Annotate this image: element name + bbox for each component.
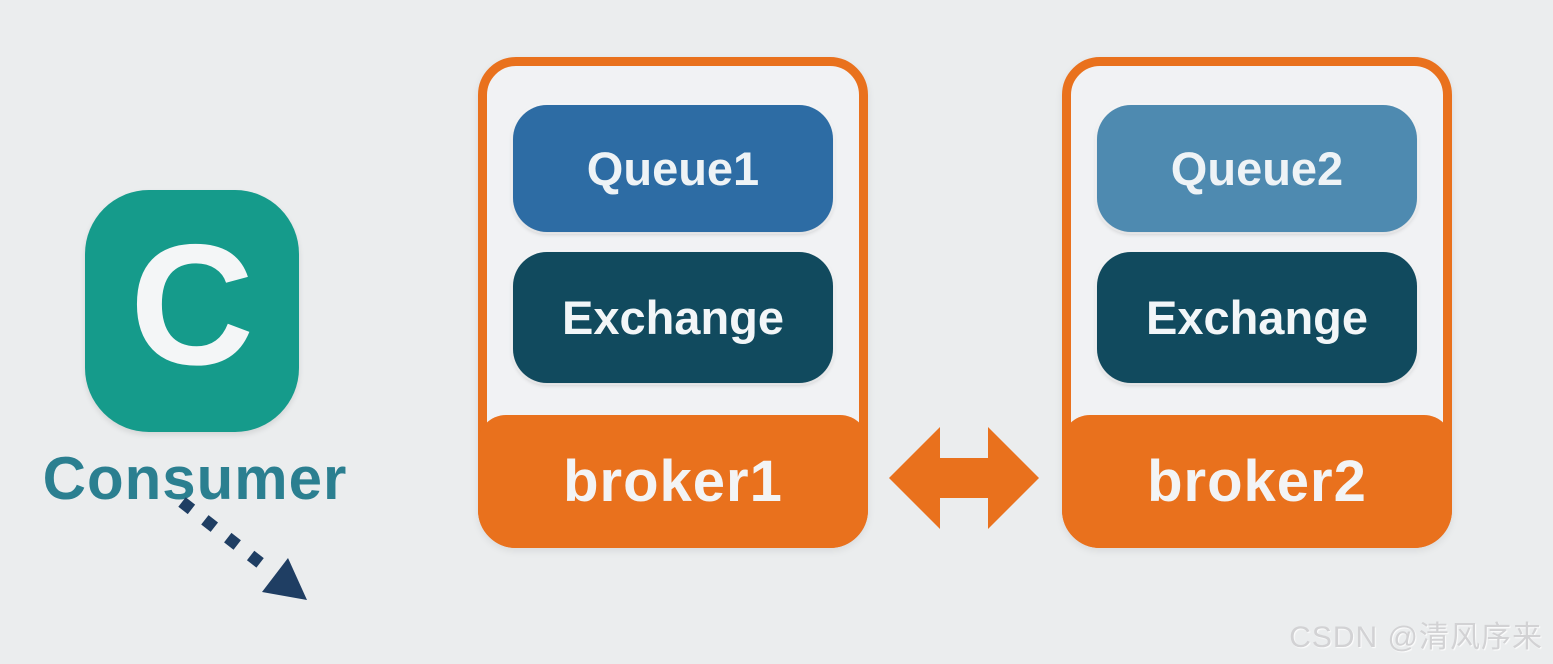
exchange1-box: Exchange [513, 252, 833, 383]
broker2-node: Queue2 Exchange broker2 [1062, 57, 1452, 548]
consumer-label: Consumer [42, 445, 348, 512]
broker1-node: Queue1 Exchange broker1 [478, 57, 868, 548]
consumer-icon: C [85, 190, 299, 432]
bidirectional-arrow-icon [889, 427, 1039, 529]
broker2-label: broker2 [1062, 415, 1452, 548]
queue2-box: Queue2 [1097, 105, 1417, 232]
consumer-dashed-arrow-icon [178, 497, 307, 600]
queue1-box: Queue1 [513, 105, 833, 232]
broker1-label: broker1 [478, 415, 868, 548]
watermark-text: CSDN @清风序来 [1289, 621, 1543, 654]
consumer-icon-letter: C [129, 209, 255, 401]
exchange2-box: Exchange [1097, 252, 1417, 383]
